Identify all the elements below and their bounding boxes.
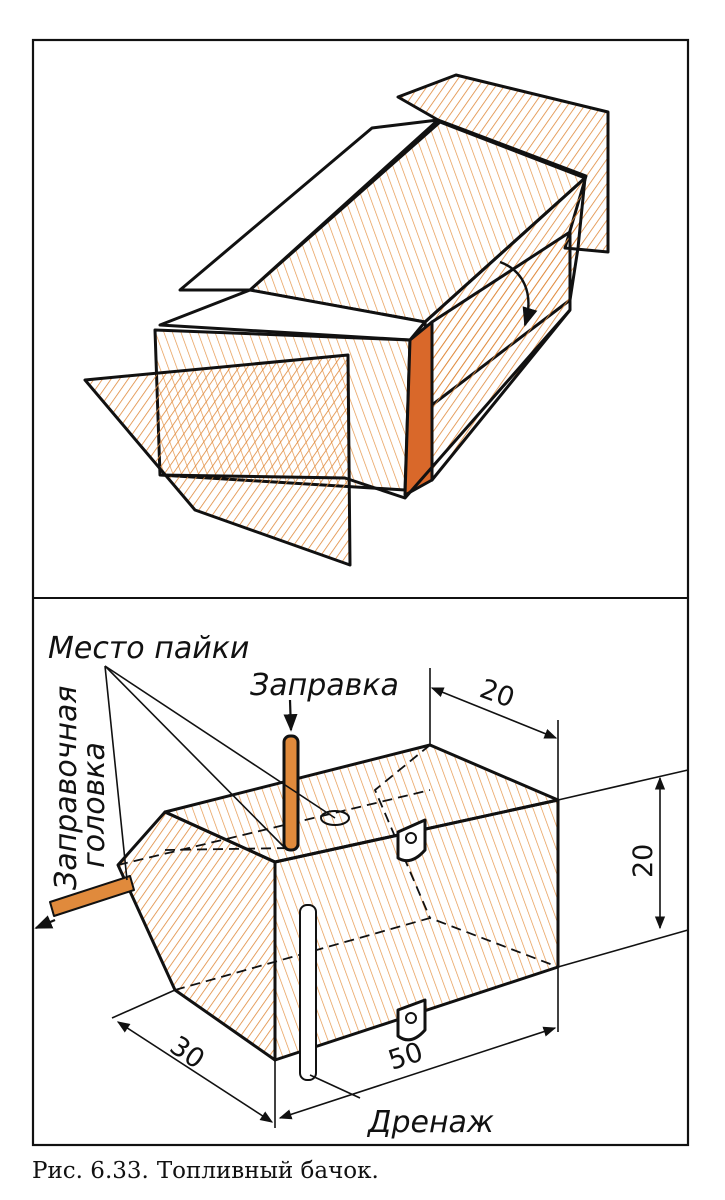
drain-pipe [299,904,317,1081]
label-filler-head-line1: Заправочная [49,686,84,890]
hidden-edge-2 [374,744,431,919]
block-end-face [158,288,427,342]
hidden-edge-3 [117,789,431,866]
dimension-length: 50 [385,1037,427,1077]
wrapping-illustration [83,73,610,567]
end-edge-strip [403,320,434,497]
label-solder-place: Место пайки [48,631,249,666]
caption-text: Топливный бачок. [156,1158,379,1184]
hidden-edge-4 [164,847,291,851]
solder-mark [320,810,350,826]
figure-frame [31,38,690,1147]
caption-number: Рис. 6.33. [32,1158,149,1184]
dimension-width: 30 [164,1030,210,1075]
figure-caption: Рис. 6.33. Топливный бачок. [32,1158,387,1184]
fold-arrow-icon [499,260,538,327]
fuel-tank-illustration [49,734,560,1081]
mounting-lug-bottom-hole [405,1012,417,1024]
left-tin-flap [83,353,352,567]
dimension-lines [111,668,689,1128]
dimension-height: 20 [628,844,659,878]
bottom-edge [159,309,572,500]
label-refuel: Заправка [250,668,399,703]
mounting-lug-top-hole [405,832,417,844]
label-drain: Дренаж [366,1105,494,1140]
filler-pipe [49,875,135,917]
tin-side-left [178,118,440,292]
label-filler-head-line2: головка [77,742,112,868]
